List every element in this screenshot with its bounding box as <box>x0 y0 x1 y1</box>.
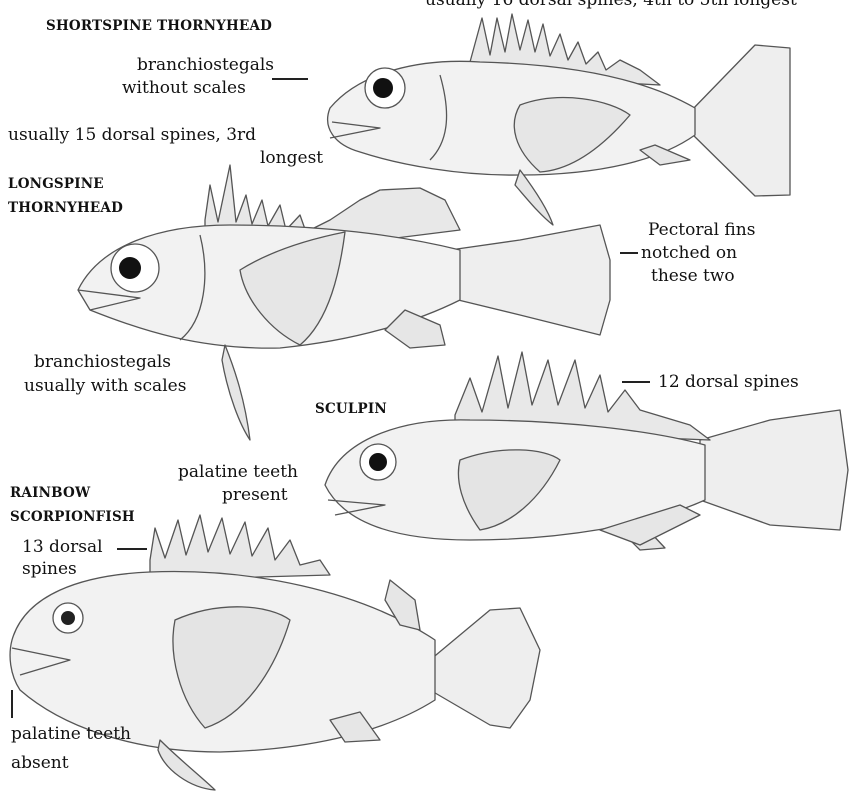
sculpin-tail <box>700 410 848 530</box>
longspine-spines-line1: usually 15 dorsal spines, 3rd <box>8 124 256 146</box>
rainbow-title-line1: RAINBOW <box>10 481 90 505</box>
pectoral-note-line1: Pectoral fins <box>648 219 755 241</box>
sculpin-title: SCULPIN <box>315 397 387 421</box>
longspine-title-line2: THORNYHEAD <box>8 196 123 220</box>
pectoral-note-line2: notched on <box>641 242 737 264</box>
pointer-rainbow-spines <box>117 548 147 550</box>
palatine-absent-line2: absent <box>11 752 69 774</box>
longspine-tail <box>450 225 610 335</box>
longspine-title-line1: LONGSPINE <box>8 172 104 196</box>
rainbow-spines-line2: spines <box>22 558 77 580</box>
sculpin-pupil <box>369 453 387 471</box>
pectoral-note-line3: these two <box>651 265 735 287</box>
shortspine-branch-line1: branchiostegals <box>137 54 274 76</box>
rainbow-pupil <box>61 611 75 625</box>
sculpin-spines-label: 12 dorsal spines <box>658 371 799 393</box>
palatine-present-line2: present <box>222 484 288 506</box>
longspine-branch-line1: branchiostegals <box>34 351 171 373</box>
pointer-pectoral-fins <box>620 252 638 254</box>
pointer-sculpin-spines <box>622 381 650 383</box>
shortspine-pelvic-fin <box>515 170 553 225</box>
pointer-shortspine-branchiostegals <box>272 78 308 80</box>
palatine-absent-line1: palatine teeth <box>11 723 131 745</box>
rainbow-tail <box>430 608 540 728</box>
longspine-pupil <box>119 257 141 279</box>
shortspine-branch-line2: without scales <box>122 77 246 99</box>
longspine-pelvic-fin <box>222 345 250 440</box>
shortspine-pupil <box>373 78 393 98</box>
shortspine-tail <box>690 45 790 196</box>
shortspine-title: SHORTSPINE THORNYHEAD <box>46 14 272 38</box>
top-clipped-caption: usually 16 dorsal spines, 4th to 5th lon… <box>425 0 797 11</box>
longspine-branch-line2: usually with scales <box>24 375 186 397</box>
rainbow-title-line2: SCORPIONFISH <box>10 505 135 529</box>
rainbow-dorsal-fin <box>150 515 330 580</box>
pointer-palatine-absent <box>11 690 13 718</box>
palatine-present-line1: palatine teeth <box>178 461 298 483</box>
rainbow-spines-line1: 13 dorsal <box>22 536 103 558</box>
longspine-spines-line2: longest <box>260 147 323 169</box>
